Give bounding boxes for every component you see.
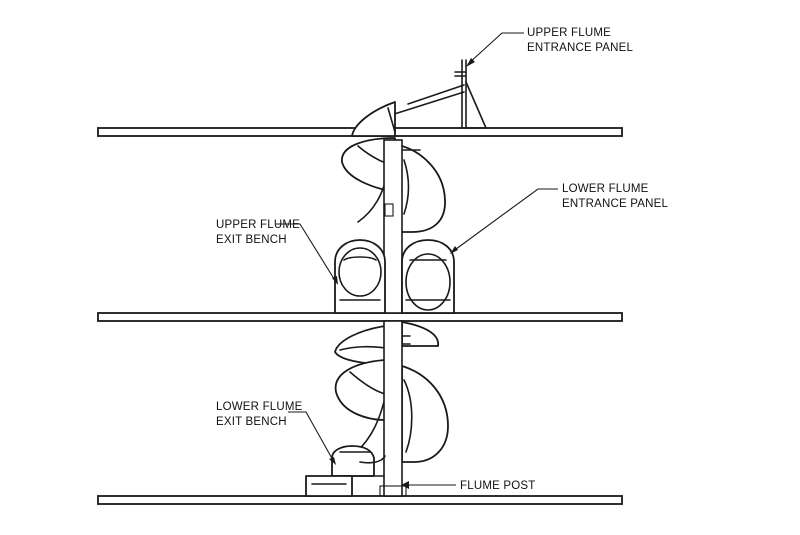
post-bracket	[384, 203, 394, 217]
upper-exit-opening	[338, 247, 382, 297]
leader-lower-entrance	[450, 188, 558, 254]
lower-entrance-opening	[405, 253, 451, 311]
flume-post-lower	[383, 320, 403, 497]
label-upper-flume-entrance-panel: UPPER FLUME ENTRANCE PANEL	[527, 27, 634, 54]
upper-exit-bench	[334, 239, 386, 314]
upper-spiral-flume	[341, 101, 446, 233]
label-flume-post: FLUME POST	[460, 480, 535, 492]
ground-deck	[97, 495, 623, 505]
leader-flume-post	[401, 481, 456, 489]
middle-deck	[97, 312, 623, 322]
lower-spiral-flume	[334, 321, 449, 463]
flume-post-upper	[383, 139, 403, 314]
label-lower-flume-entrance-panel: LOWER FLUME ENTRANCE PANEL	[562, 183, 669, 210]
lower-exit-bench	[305, 445, 386, 497]
label-upper-flume-exit-bench: UPPER FLUME EXIT BENCH	[216, 219, 303, 246]
label-lower-flume-exit-bench: LOWER FLUME EXIT BENCH	[216, 401, 306, 428]
post-base-plate	[379, 485, 407, 497]
leader-upper-exit	[276, 223, 338, 285]
leader-upper-entrance	[466, 32, 524, 67]
leader-lower-exit	[288, 411, 336, 465]
upper-entrance-panel	[387, 59, 487, 129]
lower-entrance-panel-shape	[401, 239, 455, 314]
